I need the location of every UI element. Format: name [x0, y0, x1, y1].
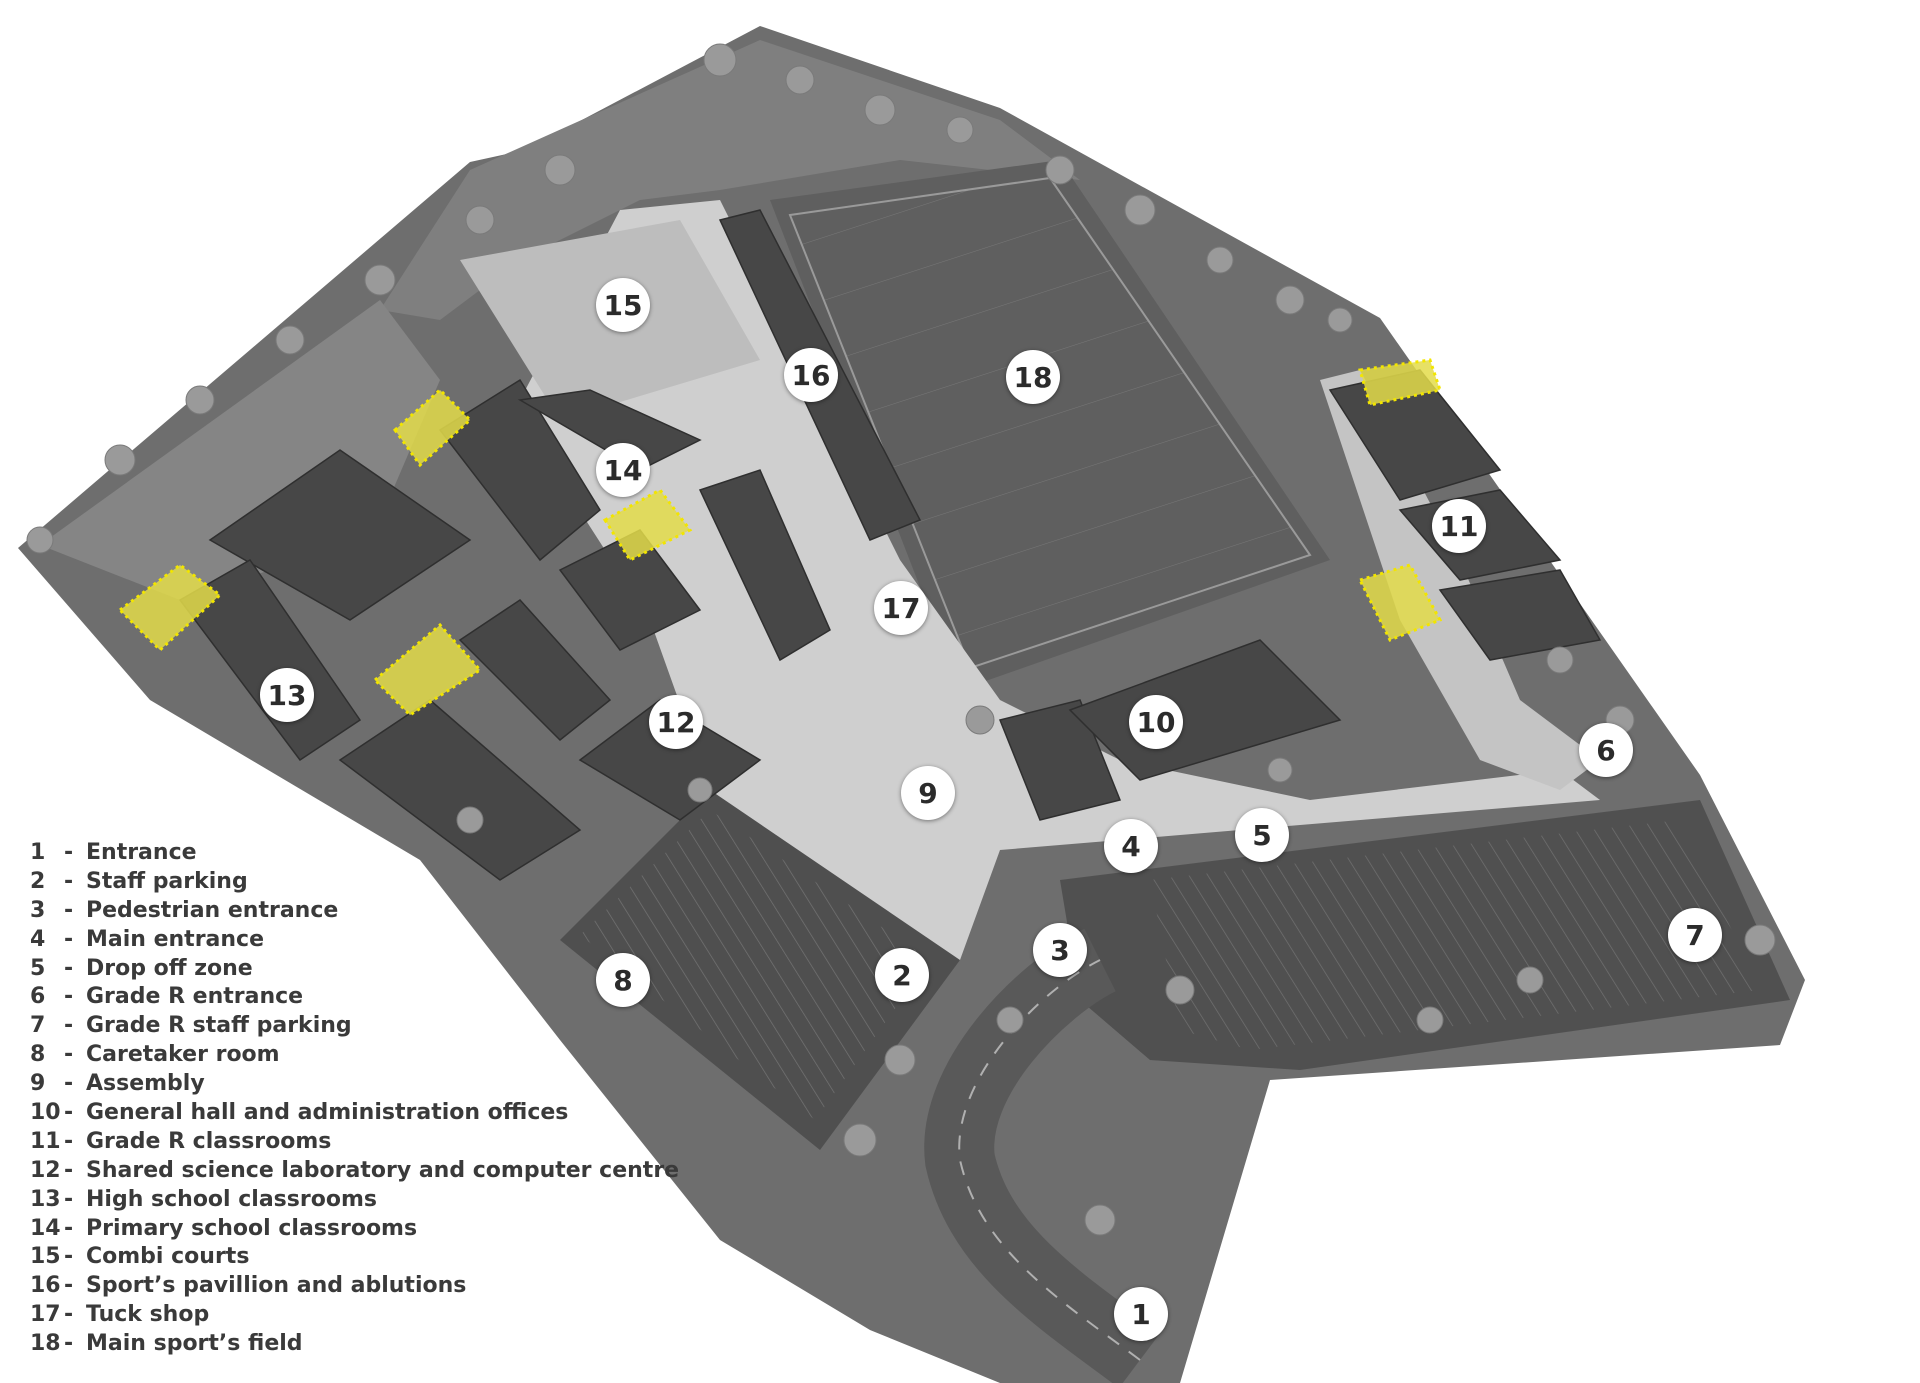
- marker-1: 1: [1114, 1287, 1168, 1341]
- legend-label: Tuck shop: [86, 1302, 210, 1328]
- lawn-north: [380, 40, 1080, 320]
- entrance-road-center: [958, 959, 1141, 1361]
- marker-14: 14: [596, 443, 650, 497]
- legend-number: 9: [30, 1071, 46, 1097]
- marker-8: 8: [596, 953, 650, 1007]
- legend-label: Shared science laboratory and computer c…: [86, 1157, 680, 1183]
- marker-6: 6: [1579, 723, 1633, 777]
- legend-number: 1: [30, 840, 46, 865]
- legend-item: 4-Main entrance: [30, 926, 265, 952]
- main-parking-stalls: [1150, 820, 1760, 1050]
- marker-11: 11: [1432, 499, 1486, 553]
- legend-item: 8-Caretaker room: [30, 1042, 280, 1068]
- legend-label: Pedestrian entrance: [86, 897, 339, 923]
- legend-label: Combi courts: [86, 1244, 250, 1270]
- marker-4: 4: [1104, 819, 1158, 873]
- legend-item: 6-Grade R entrance: [30, 984, 304, 1010]
- highlighted-blocks: [117, 358, 1443, 717]
- marker-17: 17: [874, 581, 928, 635]
- legend-item: 7-Grade R staff parking: [30, 1013, 352, 1039]
- legend-number: 7: [30, 1013, 46, 1039]
- legend-label: Grade R staff parking: [86, 1013, 352, 1039]
- legend-item: 15-Combi courts: [30, 1244, 250, 1270]
- legend-label: Grade R classrooms: [86, 1128, 332, 1154]
- marker-7: 7: [1668, 908, 1722, 962]
- marker-3: 3: [1033, 923, 1087, 977]
- marker-2: 2: [875, 948, 929, 1002]
- legend-item: 14-Primary school classrooms: [30, 1215, 418, 1241]
- legend-number: 4: [30, 926, 46, 952]
- legend-number: 18: [30, 1331, 61, 1357]
- legend-label: High school classrooms: [86, 1186, 377, 1212]
- legend-item: 1-Entrance: [30, 840, 197, 865]
- legend-number: 2: [30, 868, 46, 894]
- legend-item: 10-General hall and administration offic…: [30, 1100, 569, 1126]
- legend-number: 17: [30, 1302, 61, 1328]
- legend-label: General hall and administration offices: [86, 1100, 569, 1126]
- legend-number: 6: [30, 984, 46, 1010]
- legend-label: Sport’s pavillion and ablutions: [86, 1273, 467, 1299]
- legend-label: Entrance: [86, 840, 197, 865]
- legend-item: 18-Main sport’s field: [30, 1331, 303, 1357]
- marker-16: 16: [784, 348, 838, 402]
- legend-label: Grade R entrance: [86, 984, 304, 1010]
- legend-item: 5-Drop off zone: [30, 955, 253, 981]
- legend: 1-Entrance 2-Staff parking 3-Pedestrian …: [30, 840, 679, 1360]
- legend-number: 8: [30, 1042, 46, 1068]
- marker-13: 13: [260, 668, 314, 722]
- legend-label: Main sport’s field: [86, 1331, 303, 1357]
- marker-9: 9: [901, 766, 955, 820]
- legend-label: Main entrance: [86, 926, 265, 952]
- legend-number: 14: [30, 1215, 61, 1241]
- legend-label: Staff parking: [86, 868, 248, 894]
- legend-number: 15: [30, 1244, 61, 1270]
- legend-number: 3: [30, 897, 46, 923]
- sports-field-lines: [790, 178, 1310, 668]
- legend-item: 11-Grade R classrooms: [30, 1128, 332, 1154]
- legend-item: 13-High school classrooms: [30, 1186, 377, 1212]
- central-paving: [520, 200, 1600, 1010]
- legend-label: Primary school classrooms: [86, 1215, 418, 1241]
- legend-label: Assembly: [86, 1071, 205, 1097]
- trees: [26, 43, 1776, 1236]
- legend-item: 12-Shared science laboratory and compute…: [30, 1157, 680, 1183]
- marker-18: 18: [1006, 350, 1060, 404]
- legend-item: 16-Sport’s pavillion and ablutions: [30, 1273, 467, 1299]
- legend-item: 9-Assembly: [30, 1071, 205, 1097]
- legend-number: 11: [30, 1128, 61, 1154]
- legend-label: Caretaker room: [86, 1042, 280, 1068]
- marker-5: 5: [1235, 808, 1289, 862]
- marker-12: 12: [649, 695, 703, 749]
- legend-number: 5: [30, 955, 46, 981]
- marker-15: 15: [596, 278, 650, 332]
- legend-item: 3-Pedestrian entrance: [30, 897, 339, 923]
- legend-number: 12: [30, 1157, 61, 1183]
- legend-number: 10: [30, 1100, 61, 1126]
- buildings: [178, 209, 1602, 881]
- staff-parking-stalls: [580, 810, 930, 1120]
- legend-number: 16: [30, 1273, 61, 1299]
- legend-label: Drop off zone: [86, 955, 253, 981]
- marker-10: 10: [1129, 695, 1183, 749]
- legend-number: 13: [30, 1186, 61, 1212]
- legend-item: 2-Staff parking: [30, 868, 248, 894]
- legend-item: 17-Tuck shop: [30, 1302, 210, 1328]
